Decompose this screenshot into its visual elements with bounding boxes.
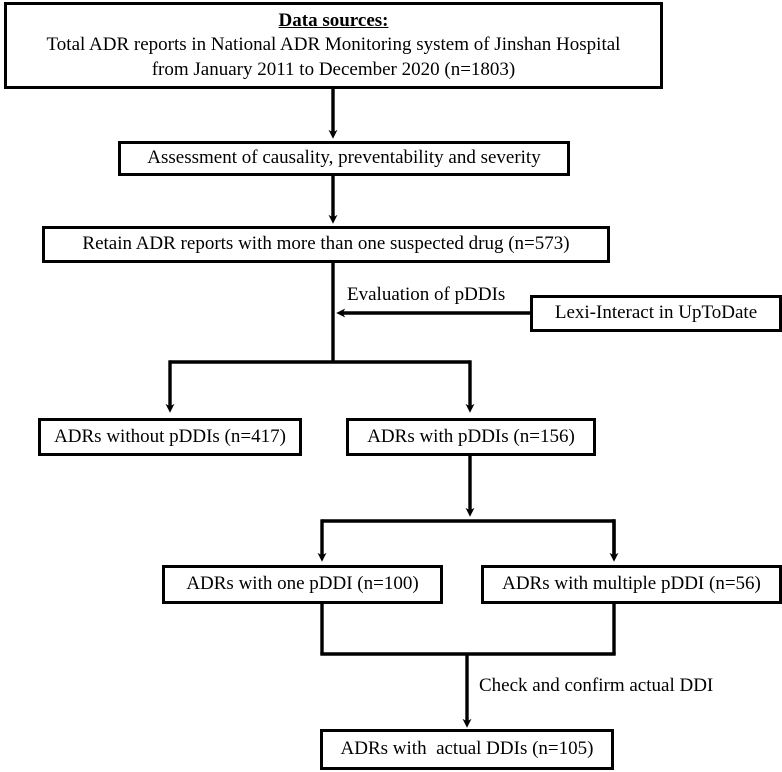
node-retain-adr-reports: Retain ADR reports with more than one su…: [42, 226, 610, 263]
edge-label-check-confirm: Check and confirm actual DDI: [479, 675, 714, 697]
without-pddis-label: ADRs without pDDIs (n=417): [54, 425, 286, 447]
node-adrs-without-pddis: ADRs without pDDIs (n=417): [38, 418, 302, 456]
node-adrs-multiple-pddi: ADRs with multiple pDDI (n=56): [481, 565, 782, 604]
node-adrs-actual-ddis: ADRs with actual DDIs (n=105): [320, 729, 614, 770]
multiple-pddi-label: ADRs with multiple pDDI (n=56): [502, 573, 761, 595]
node-lexi-interact: Lexi-Interact in UpToDate: [530, 295, 782, 332]
lexi-label: Lexi-Interact in UpToDate: [554, 302, 758, 324]
connector-merge-to-actual: [320, 604, 616, 728]
one-pddi-label: ADRs with one pDDI (n=100): [186, 573, 419, 595]
data-sources-heading: Data sources:: [278, 10, 389, 32]
connector-split-pddis: [165, 360, 475, 413]
with-pddis-label: ADRs with pDDIs (n=156): [367, 425, 575, 447]
edge-label-evaluation-of-pddis: Evaluation of pDDIs: [347, 284, 506, 306]
actual-ddis-label: ADRs with actual DDIs (n=105): [340, 738, 594, 760]
data-sources-line2: from January 2011 to December 2020 (n=18…: [151, 58, 516, 80]
node-data-sources: Data sources: Total ADR reports in Natio…: [4, 2, 663, 89]
node-assessment: Assessment of causality, preventability …: [118, 141, 570, 176]
node-adrs-one-pddi: ADRs with one pDDI (n=100): [162, 565, 443, 604]
assessment-label: Assessment of causality, preventability …: [147, 147, 541, 169]
node-adrs-with-pddis: ADRs with pDDIs (n=156): [346, 418, 596, 456]
retain-label: Retain ADR reports with more than one su…: [82, 233, 570, 255]
data-sources-line1: Total ADR reports in National ADR Monito…: [46, 34, 621, 56]
connector-split-one-multiple: [317, 519, 619, 562]
